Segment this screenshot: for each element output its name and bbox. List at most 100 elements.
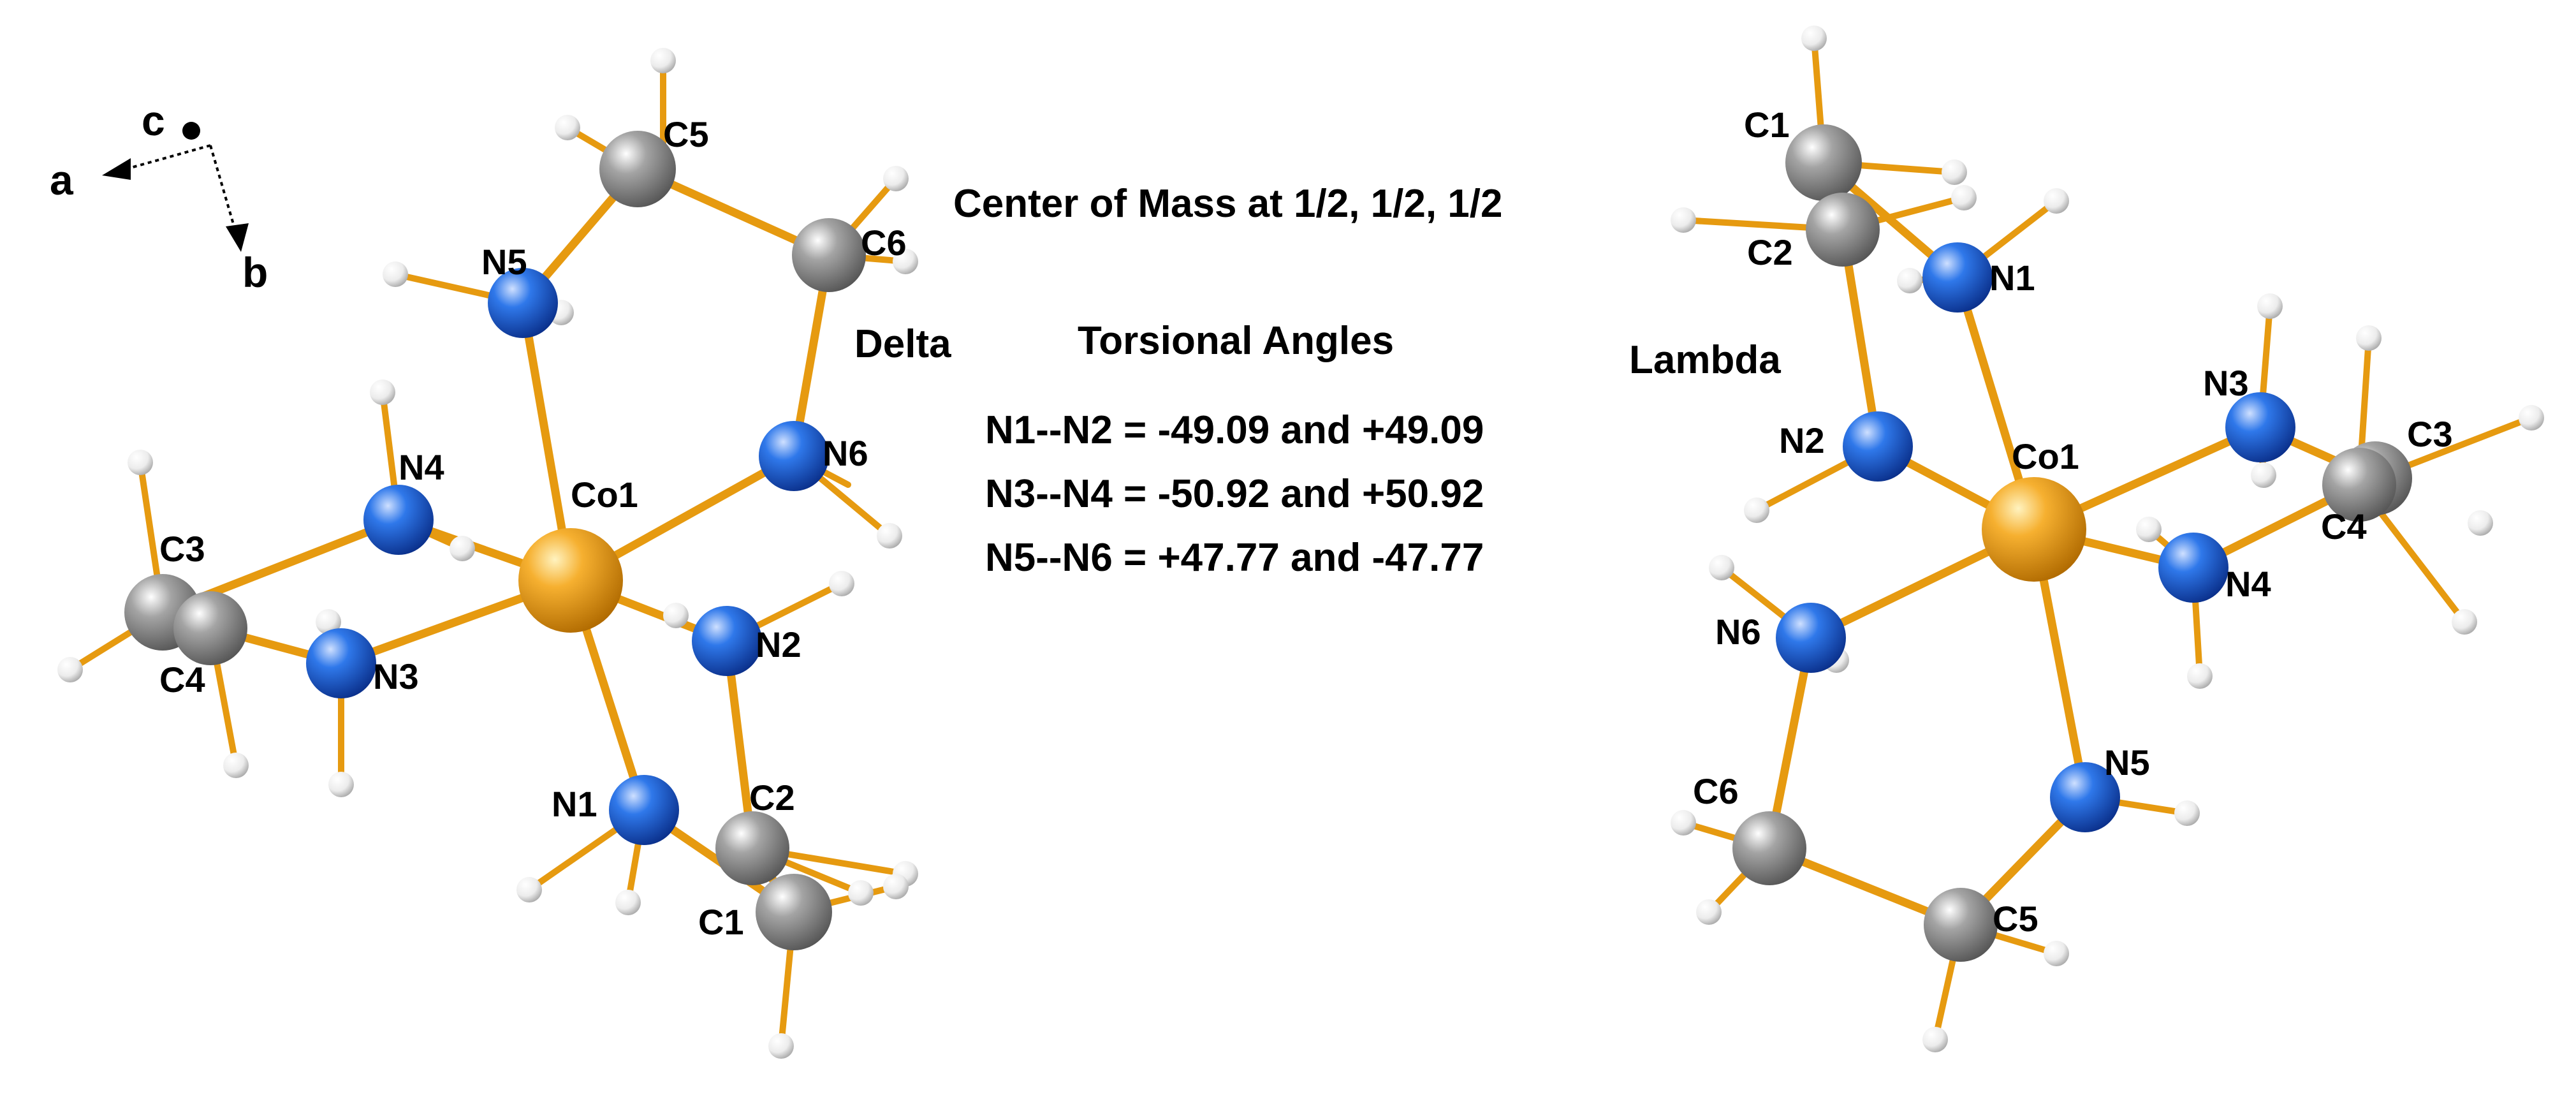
torsion-title: Torsional Angles [1078,319,1394,363]
hydrogen-atom [2452,609,2477,635]
delta-label-n2: N2 [756,624,801,665]
axis-a-arrow [102,158,131,180]
delta-label-c6: C6 [861,223,907,263]
lambda-label-n1: N1 [1989,258,2035,298]
hydrogen-atom [1897,268,1922,293]
lambda-label-c6: C6 [1693,771,1739,811]
hydrogen-atom [383,261,408,287]
lambda-label-c4: C4 [2321,506,2367,547]
delta-label-c5: C5 [663,114,709,154]
hydrogen-atom [650,48,676,73]
delta-labels: C5 C6 N5 N6 N4 Co1 C3 C4 N3 N2 N1 C2 C1 [159,114,907,942]
delta-atom-n6 [759,421,829,491]
axis-c-dot [182,122,200,140]
delta-label-n1: N1 [552,784,597,824]
delta-label-n6: N6 [823,433,868,473]
lambda-labels: C1 C2 N1 N3 C3 C4 N2 Co1 N4 N6 N5 C6 C5 [1693,105,2453,939]
hydrogen-atom [450,536,475,561]
delta-atom-n5 [488,268,558,338]
hydrogen-atom [516,877,542,902]
delta-label-co1: Co1 [571,475,638,515]
info-block: Center of Mass at 1/2, 1/2, 1/2 Torsiona… [953,182,1503,580]
lambda-label-n2: N2 [1779,420,1825,460]
lambda-atom-c4 [2322,448,2396,522]
torsion-line-2: N3--N4 = -50.92 and +50.92 [985,472,1484,516]
hydrogen-atom [2356,325,2382,351]
hydrogen-atom [1801,26,1827,51]
lambda-atom-c1 [1785,124,1862,201]
hydrogen-atom [316,609,341,635]
hydrogen-atom [2044,941,2069,966]
delta-atom-n4 [363,485,434,555]
hydrogen-atom [2251,462,2276,488]
center-of-mass-text: Center of Mass at 1/2, 1/2, 1/2 [953,182,1503,226]
hydrogen-atom [2257,293,2283,319]
lambda-atom-c2 [1806,193,1880,267]
hydrogen-atom [893,249,918,274]
lambda-complex: C1 C2 N1 N3 C3 C4 N2 Co1 N4 N6 N5 C6 C5 … [1629,26,2544,1052]
delta-atom-c1 [756,874,832,950]
lambda-atom-c5 [1924,888,1998,962]
delta-atom-c6 [792,218,866,292]
delta-atom-n3 [306,628,376,698]
hydrogen-atom [57,657,83,682]
axis-b-arrow [226,223,249,252]
hydrogen-atom [883,874,909,899]
lambda-label-n6: N6 [1715,612,1761,652]
lambda-label-n4: N4 [2225,564,2271,604]
hydrogen-atom [663,603,689,628]
lambda-atom-n3 [2225,392,2295,462]
lambda-atom-c6 [1732,811,1806,885]
hydrogen-atom [223,753,249,778]
lambda-hydrogens [1671,26,2544,1052]
hydrogen-atom [1696,899,1722,925]
delta-atom-n1 [609,775,679,845]
hydrogen-atom [615,890,641,915]
delta-atom-c5 [599,131,676,207]
delta-label-c1: C1 [698,902,744,942]
delta-label-n4: N4 [399,447,444,487]
lambda-label-c3: C3 [2407,414,2453,454]
delta-hydrogens [57,48,918,1059]
hydrogen-atom [2174,800,2200,826]
hydrogen-atom [1922,1027,1948,1052]
hydrogen-atom [877,523,902,548]
hydrogen-atom [1709,555,1734,580]
delta-title: Delta [854,322,951,366]
hydrogen-atom [128,450,153,475]
lambda-atoms [1732,124,2412,962]
lambda-title: Lambda [1629,338,1781,382]
delta-atom-co1 [518,528,623,633]
torsion-line-1: N1--N2 = -49.09 and +49.09 [985,408,1484,452]
hydrogen-atom [2044,188,2069,214]
delta-label-c2: C2 [749,777,795,818]
lambda-atom-n2 [1843,411,1913,482]
hydrogen-atom [1942,159,1967,185]
delta-label-c4: C4 [159,659,205,700]
lambda-atom-co1 [1982,477,2086,582]
delta-atoms [124,131,866,950]
hydrogen-atom [555,115,580,140]
delta-label-n3: N3 [373,656,419,696]
delta-complex: C5 C6 N5 N6 N4 Co1 C3 C4 N3 N2 N1 C2 C1 … [57,48,951,1059]
hydrogen-atom [328,772,354,797]
lambda-atom-n5 [2050,762,2120,832]
delta-atom-c2 [715,811,789,885]
lambda-label-c5: C5 [1993,899,2038,939]
delta-atom-n2 [692,606,762,676]
lambda-label-c1: C1 [1744,105,1790,145]
lambda-atom-n1 [1922,242,1993,313]
axis-b-label: b [242,249,268,296]
lambda-atom-n4 [2158,533,2228,603]
lambda-atom-n6 [1776,603,1846,673]
hydrogen-atom [2468,510,2493,536]
hydrogen-atom [2187,663,2213,689]
hydrogen-atom [768,1033,794,1059]
axis-a-label: a [50,156,74,203]
lambda-label-c2: C2 [1747,232,1793,272]
lambda-label-n3: N3 [2203,363,2249,403]
hydrogen-atom [1744,497,1769,523]
hydrogen-atom [1951,185,1977,210]
axis-indicator: a b c [50,97,268,296]
